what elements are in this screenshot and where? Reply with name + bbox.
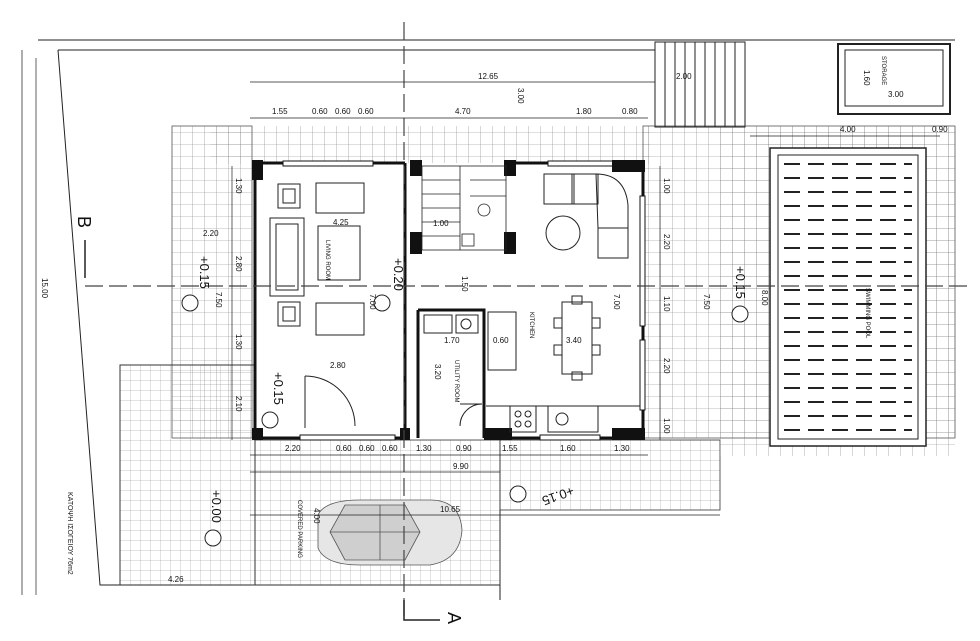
swimming-pool bbox=[769, 147, 927, 447]
level-living: +0.20 bbox=[391, 258, 406, 291]
level-parking: +0.00 bbox=[209, 490, 224, 523]
dim-living-w: 4.25 bbox=[333, 218, 349, 227]
level-markers bbox=[181, 294, 749, 547]
level-entrance: +0.15 bbox=[271, 372, 286, 405]
room-pool-label: SWIMMING POOL bbox=[864, 288, 870, 339]
dim-pool-h: 8.00 bbox=[760, 290, 769, 306]
dim-corridor: 1.50 bbox=[460, 276, 469, 292]
dim-bot-4: 0.60 bbox=[382, 444, 398, 453]
dim-bot-2: 0.60 bbox=[336, 444, 352, 453]
level-west: +0.15 bbox=[197, 256, 212, 289]
dim-right-4: 2.20 bbox=[662, 358, 671, 374]
dim-left-total: 7.50 bbox=[214, 292, 223, 308]
dim-parking-h: 4.00 bbox=[312, 508, 321, 524]
dim-stair-w: 1.00 bbox=[433, 219, 449, 228]
dim-storage-h: 1.60 bbox=[862, 70, 871, 86]
dim-bot-total: 9.90 bbox=[453, 462, 469, 471]
drawing-title: ΚΑΤΟΨΗ ΙΣΟΓΕΙΟΥ 76m2 bbox=[66, 492, 73, 575]
dim-pool-w: 4.00 bbox=[840, 125, 856, 134]
dim-top-total: 12.65 bbox=[478, 72, 499, 81]
room-kitchen-label: KITCHEN bbox=[528, 312, 534, 338]
section-label-a: A bbox=[444, 612, 464, 624]
level-east: +0.15 bbox=[733, 266, 748, 299]
dim-parking-w: 10.65 bbox=[440, 505, 461, 514]
dim-bot-8: 1.60 bbox=[560, 444, 576, 453]
doors bbox=[304, 375, 483, 428]
dim-right-5: 1.00 bbox=[662, 418, 671, 434]
dim-left-4: 1.30 bbox=[234, 334, 243, 350]
dim-bot-6: 0.90 bbox=[456, 444, 472, 453]
dim-top-left-2: 0.60 bbox=[312, 107, 328, 116]
room-living-label: LIVING ROOM bbox=[324, 240, 330, 280]
dim-utility-w: 1.70 bbox=[444, 336, 460, 345]
dim-stair-vertical: 3.00 bbox=[516, 88, 525, 104]
dim-left-3: 2.80 bbox=[234, 256, 243, 272]
dim-top-shed: 2.00 bbox=[676, 72, 692, 81]
dim-bot-9: 1.30 bbox=[614, 444, 630, 453]
living-furniture bbox=[269, 182, 365, 336]
room-utility-label: UTILITY ROOM bbox=[453, 360, 459, 403]
dim-kitchen-h: 7.00 bbox=[612, 294, 621, 310]
dimension-lines bbox=[35, 58, 940, 595]
dim-top-left-1: 1.55 bbox=[272, 107, 288, 116]
dim-plot-depth: 15.00 bbox=[40, 278, 49, 299]
dim-top-left-3: 0.60 bbox=[335, 107, 351, 116]
room-storage-label: STORAGE bbox=[880, 56, 886, 85]
dim-right-2: 2.20 bbox=[662, 234, 671, 250]
dim-bot-1: 2.20 bbox=[285, 444, 301, 453]
section-label-b: B bbox=[74, 216, 94, 228]
dim-bot-5: 1.30 bbox=[416, 444, 432, 453]
dim-storage-w: 3.00 bbox=[888, 90, 904, 99]
kitchen-furniture bbox=[423, 173, 640, 433]
dim-utility-h: 3.20 bbox=[433, 364, 442, 380]
dim-bot-7: 1.55 bbox=[502, 444, 518, 453]
dim-right-3: 1.10 bbox=[662, 296, 671, 312]
dim-top-right-1: 1.80 bbox=[576, 107, 592, 116]
dim-bot-3: 0.60 bbox=[359, 444, 375, 453]
dim-pool-gap: 0.90 bbox=[932, 125, 948, 134]
dim-right-total: 7.50 bbox=[702, 294, 711, 310]
dim-entry-w: 2.80 bbox=[330, 361, 346, 370]
dim-left-top: 1.30 bbox=[234, 178, 243, 194]
room-parking-label: COVERED PARKING bbox=[296, 500, 302, 558]
section-lines bbox=[85, 22, 970, 620]
car-icon bbox=[317, 499, 463, 566]
dim-left-strip: 4.26 bbox=[168, 575, 184, 584]
dim-top-right-2: 0.80 bbox=[622, 107, 638, 116]
dim-living-h: 7.00 bbox=[368, 294, 377, 310]
dim-right-1: 1.00 bbox=[662, 178, 671, 194]
top-shed bbox=[654, 41, 746, 128]
dim-kitchen-w: 3.40 bbox=[566, 336, 582, 345]
dim-top-mid: 4.70 bbox=[455, 107, 471, 116]
dim-top-left-4: 0.60 bbox=[358, 107, 374, 116]
storage-building bbox=[837, 43, 951, 115]
dim-left-5: 2.10 bbox=[234, 396, 243, 412]
house-outline bbox=[252, 160, 646, 441]
dim-left-2: 2.20 bbox=[203, 229, 219, 238]
dim-counter: 0.60 bbox=[493, 336, 509, 345]
